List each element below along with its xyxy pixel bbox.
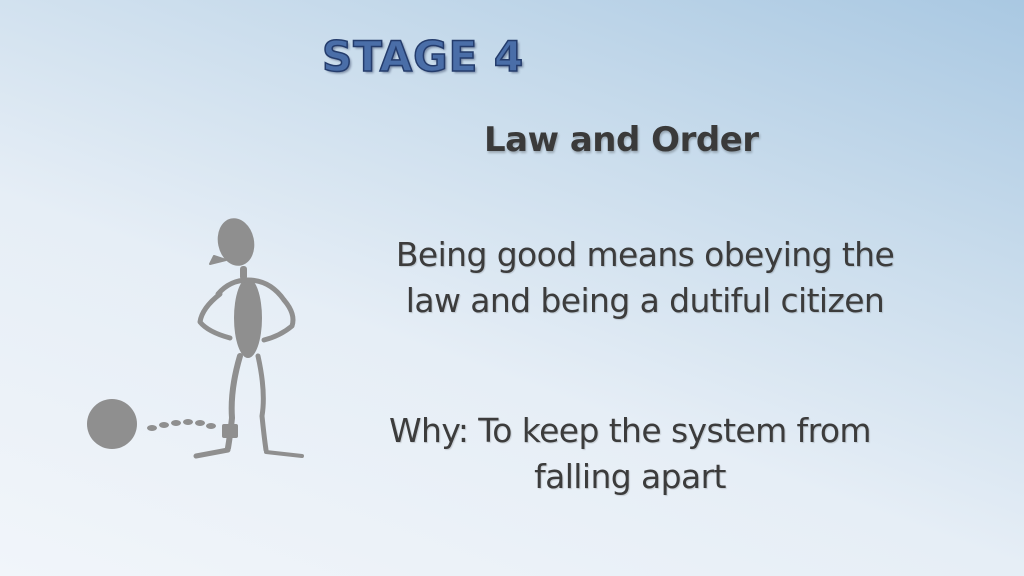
figure-shackle xyxy=(222,424,238,438)
iron-ball xyxy=(87,399,137,449)
stage-title: STAGE 4 xyxy=(321,32,525,81)
reason-line-1: Why: To keep the system from xyxy=(389,411,872,450)
definition-line-2: law and being a dutiful citizen xyxy=(405,281,885,320)
slide-subtitle: Law and Order xyxy=(484,120,759,160)
definition-line-1: Being good means obeying the xyxy=(395,235,895,274)
figure-torso xyxy=(234,278,262,358)
figure-cap-brim xyxy=(209,255,227,265)
figure-head xyxy=(217,218,255,266)
prisoner-ball-and-chain-icon xyxy=(87,218,304,459)
reason-line-2: falling apart xyxy=(534,457,726,496)
chain xyxy=(147,419,216,431)
definition-text: Being good means obeying the law and bei… xyxy=(340,232,950,324)
reason-text: Why: To keep the system from falling apa… xyxy=(330,408,930,500)
